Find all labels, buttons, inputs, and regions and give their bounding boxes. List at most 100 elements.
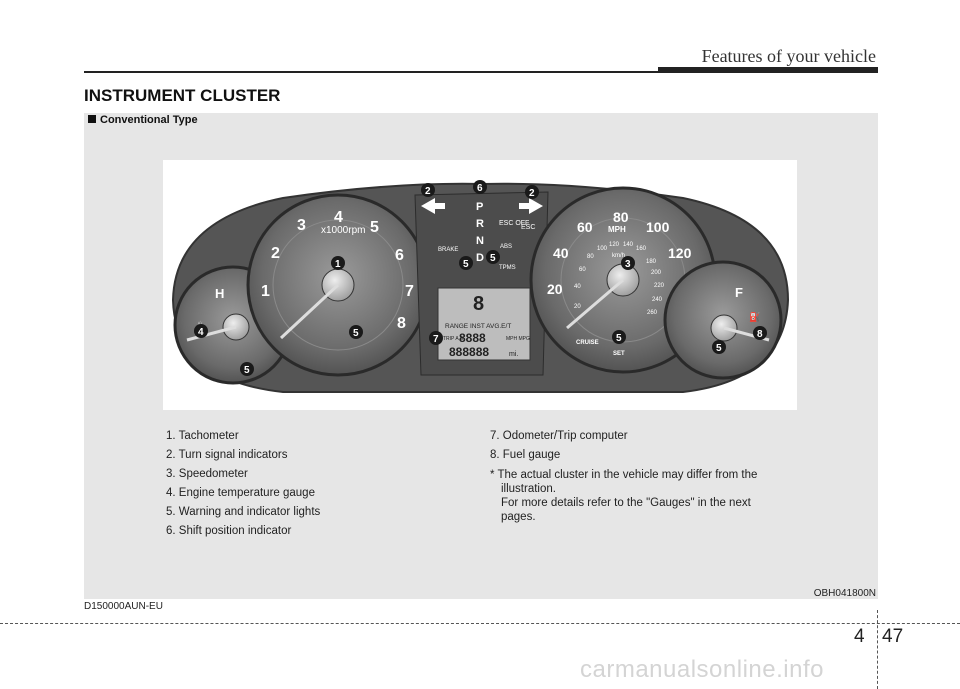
- callout-8: 8: [753, 326, 767, 340]
- lcd-mi: mi.: [509, 351, 518, 358]
- note-line: * The actual cluster in the vehicle may …: [490, 469, 758, 481]
- legend-list-left: 1. Tachometer 2. Turn signal indicators …: [166, 430, 320, 544]
- set-label: SET: [613, 351, 625, 357]
- tpms-label: TPMS: [499, 265, 516, 271]
- lcd-display: [437, 287, 531, 361]
- header-rule: [84, 71, 878, 73]
- legend-item: 1. Tachometer: [166, 430, 239, 442]
- lcd-units: MPH MPG: [506, 336, 530, 342]
- lcd-avg: INST AVG.E/T: [470, 323, 511, 330]
- svg-text:5: 5: [353, 328, 359, 339]
- callout-5: 5: [349, 325, 363, 339]
- tach-tick: 7: [405, 283, 414, 300]
- section-header-title: Features of your vehicle: [701, 46, 876, 66]
- lcd-trip: TRIP A B: [443, 336, 464, 342]
- svg-text:3: 3: [625, 259, 631, 270]
- lcd-odometer: 888888: [449, 345, 489, 359]
- turn-left-arrow-icon: [421, 198, 445, 214]
- callout-5: 5: [612, 330, 626, 344]
- tach-tick: 6: [395, 247, 404, 264]
- callout-7: 7: [429, 331, 443, 345]
- cruise-label: CRUISE: [576, 340, 599, 346]
- subheading-text: Conventional Type: [100, 114, 198, 126]
- legend-item: 3. Speedometer: [166, 468, 248, 480]
- kmh-tick-labels: 20 40 60 80 100 120 140 160 180 200 220 …: [574, 242, 665, 316]
- callout-6: 6: [473, 180, 487, 194]
- callout-2-right: 2: [525, 185, 539, 199]
- svg-text:5: 5: [616, 333, 622, 344]
- legend-item: 6. Shift position indicator: [166, 525, 292, 537]
- esc-label: ESC: [521, 224, 535, 231]
- page-title: INSTRUMENT CLUSTER: [84, 86, 281, 105]
- lcd-gear: 8: [473, 293, 484, 315]
- footer-dashed-rule: [0, 623, 960, 624]
- kmh-tick: 220: [654, 283, 665, 289]
- callout-5: 5: [712, 340, 726, 354]
- callout-3: 3: [621, 256, 635, 270]
- brake-label: BRAKE: [438, 247, 458, 253]
- reference-code: D150000AUN-EU: [84, 601, 163, 612]
- kmh-tick: 20: [574, 304, 581, 310]
- svg-text:2: 2: [425, 186, 431, 197]
- speed-tick: 80: [613, 209, 629, 225]
- header-bar: [658, 67, 878, 73]
- fuel-full-label: F: [735, 285, 743, 300]
- note-line: illustration.: [501, 483, 556, 495]
- callout-5: 5: [486, 250, 500, 264]
- fuel-pump-icon: ⛽: [749, 311, 760, 322]
- instrument-cluster-illustration: H ♨ x1000rpm 1 2 3 4 5 6 7 8 8 RANGE INS…: [163, 160, 797, 410]
- svg-text:5: 5: [463, 259, 469, 270]
- kmh-tick: 100: [597, 246, 608, 252]
- kmh-tick: 60: [579, 267, 586, 273]
- speed-unit-mph: MPH: [608, 225, 626, 234]
- callout-markers: 2 6 2 1 3 4 5 5 5 5 5 7 8 5: [194, 180, 767, 376]
- watermark: carmanualsonline.info: [580, 656, 824, 683]
- figure-image-code: OBH041800N: [813, 588, 876, 599]
- svg-text:6: 6: [477, 183, 483, 194]
- lcd-trip-digits: 8888: [459, 331, 486, 345]
- tach-tick: 5: [370, 219, 379, 236]
- gear-p: P: [476, 201, 483, 213]
- rpm-unit-label: x1000rpm: [321, 225, 365, 236]
- tach-tick: 3: [297, 217, 306, 234]
- kmh-tick: 160: [636, 246, 647, 252]
- speed-unit-kmh: km/h: [612, 253, 625, 259]
- kmh-tick: 140: [623, 242, 634, 248]
- callout-5: 5: [459, 256, 473, 270]
- cluster-drawing: H ♨ x1000rpm 1 2 3 4 5 6 7 8 8 RANGE INS…: [171, 180, 790, 393]
- speed-tick: 20: [547, 281, 563, 297]
- callout-1: 1: [331, 256, 345, 270]
- footer-dashed-divider: [877, 610, 878, 689]
- tach-tick: 1: [261, 283, 270, 300]
- speed-tick: 40: [553, 245, 569, 261]
- kmh-tick: 80: [587, 254, 594, 260]
- svg-text:4: 4: [198, 327, 204, 338]
- tach-tick: 8: [397, 315, 406, 332]
- callout-2-left: 2: [421, 183, 435, 197]
- kmh-tick: 240: [652, 297, 663, 303]
- svg-text:5: 5: [716, 343, 722, 354]
- temp-hot-label: H: [215, 286, 224, 301]
- note-line: For more details refer to the "Gauges" i…: [501, 497, 751, 509]
- gear-r: R: [476, 218, 484, 230]
- svg-text:5: 5: [490, 253, 496, 264]
- legend-list-right: 7. Odometer/Trip computer 8. Fuel gauge …: [490, 430, 790, 524]
- svg-text:2: 2: [529, 188, 535, 199]
- note-line: pages.: [501, 511, 536, 523]
- legend-item: 8. Fuel gauge: [490, 449, 561, 461]
- svg-text:8: 8: [757, 329, 763, 340]
- kmh-tick: 260: [647, 310, 658, 316]
- esc-off-label: ESC OFF: [499, 220, 529, 227]
- kmh-tick: 180: [646, 259, 657, 265]
- square-bullet-icon: [88, 115, 96, 123]
- tach-tick: 2: [271, 245, 280, 262]
- legend-item: 2. Turn signal indicators: [166, 449, 288, 461]
- figure-subheading: Conventional Type: [88, 114, 198, 126]
- callout-5: 5: [240, 362, 254, 376]
- callout-4: 4: [194, 324, 208, 338]
- abs-label: ABS: [500, 244, 512, 250]
- legend-item: 4. Engine temperature gauge: [166, 487, 315, 499]
- speed-tick: 120: [668, 245, 692, 261]
- chapter-number: 4: [854, 626, 865, 647]
- svg-text:1: 1: [335, 259, 341, 270]
